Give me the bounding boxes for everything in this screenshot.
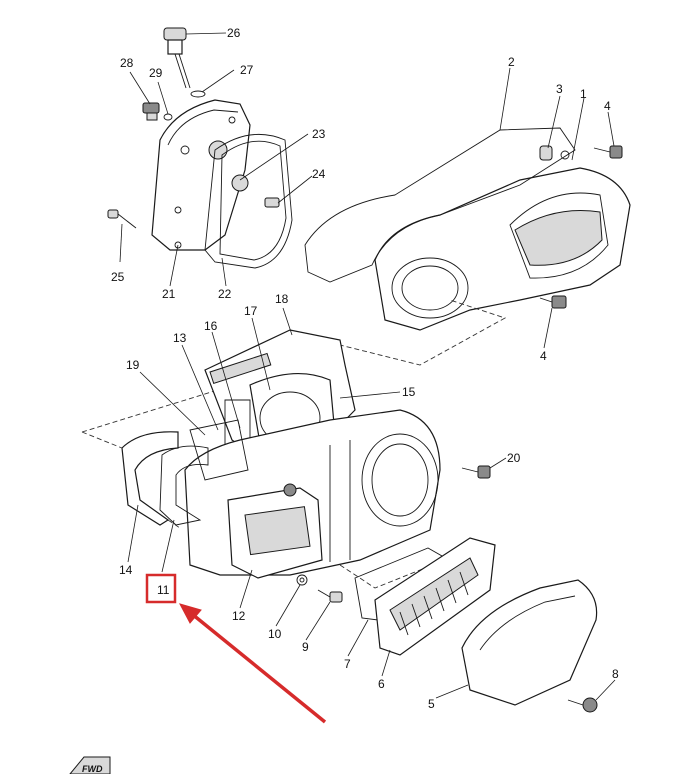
fwd-arrow-mark: FWD bbox=[69, 756, 111, 774]
highlight-arrow-shaft bbox=[190, 612, 327, 724]
bolt-4-bottom bbox=[539, 295, 567, 309]
callout-13: 13 bbox=[173, 331, 187, 345]
highlight-arrow-head bbox=[179, 603, 202, 624]
o-ring-29 bbox=[163, 113, 173, 121]
callout-8: 8 bbox=[612, 667, 619, 681]
filter-case-6 bbox=[374, 537, 496, 656]
air-duct-12 bbox=[227, 483, 323, 579]
callout-22: 22 bbox=[218, 287, 232, 301]
callout-5: 5 bbox=[428, 697, 435, 711]
callout-1: 1 bbox=[580, 87, 587, 101]
air-filter-cover-5 bbox=[461, 579, 598, 706]
assembly-line-left-bottom bbox=[81, 431, 181, 529]
dowel-pin-3 bbox=[539, 145, 553, 161]
crankcase-cover-right bbox=[151, 99, 251, 251]
cover-gasket-left bbox=[304, 127, 576, 283]
oil-level-gauge bbox=[163, 27, 191, 89]
callout-21: 21 bbox=[162, 287, 176, 301]
callout-3: 3 bbox=[556, 82, 563, 96]
callout-11: 11 bbox=[157, 583, 170, 597]
callout-17: 17 bbox=[244, 304, 258, 318]
fwd-label: FWD bbox=[82, 764, 103, 774]
callout-2: 2 bbox=[508, 55, 515, 69]
highlight-box bbox=[145, 573, 177, 604]
callout-29: 29 bbox=[149, 66, 163, 80]
cover-gasket-upper bbox=[204, 133, 293, 269]
callout-9: 9 bbox=[302, 640, 309, 654]
seal-13 bbox=[189, 419, 249, 481]
callout-28: 28 bbox=[120, 56, 134, 70]
leader-lines bbox=[119, 32, 616, 701]
callout-19: 19 bbox=[126, 358, 140, 372]
callout-4-bottom: 4 bbox=[540, 349, 547, 363]
callout-15: 15 bbox=[402, 385, 416, 399]
callout-labels: 26 27 28 29 23 24 25 21 22 2 3 1 4 4 18 … bbox=[111, 26, 619, 711]
screw-9 bbox=[317, 589, 343, 603]
callout-24: 24 bbox=[312, 167, 326, 181]
screw-20 bbox=[461, 465, 491, 479]
bolt-25 bbox=[107, 209, 137, 229]
callout-23: 23 bbox=[312, 127, 326, 141]
gasket-14 bbox=[121, 431, 179, 526]
callout-25: 25 bbox=[111, 270, 125, 284]
assembly-line-upper bbox=[299, 299, 507, 366]
callout-20: 20 bbox=[507, 451, 521, 465]
callout-10: 10 bbox=[268, 627, 282, 641]
callout-4-top: 4 bbox=[604, 99, 611, 113]
bolt-4-top bbox=[593, 145, 623, 159]
crankcase-cover-left bbox=[374, 145, 631, 331]
callout-27: 27 bbox=[240, 63, 254, 77]
callout-16: 16 bbox=[204, 319, 218, 333]
callout-26: 26 bbox=[227, 26, 241, 40]
callout-6: 6 bbox=[378, 677, 385, 691]
seal-11 bbox=[159, 445, 209, 526]
drain-plug-28 bbox=[142, 102, 160, 121]
highlight-annotation bbox=[145, 573, 327, 724]
o-ring-27 bbox=[190, 90, 206, 98]
screw-8 bbox=[567, 697, 598, 713]
callout-7: 7 bbox=[344, 657, 351, 671]
callout-18: 18 bbox=[275, 292, 289, 306]
washer-10 bbox=[296, 574, 308, 586]
callout-14: 14 bbox=[119, 563, 133, 577]
callout-12: 12 bbox=[232, 609, 246, 623]
